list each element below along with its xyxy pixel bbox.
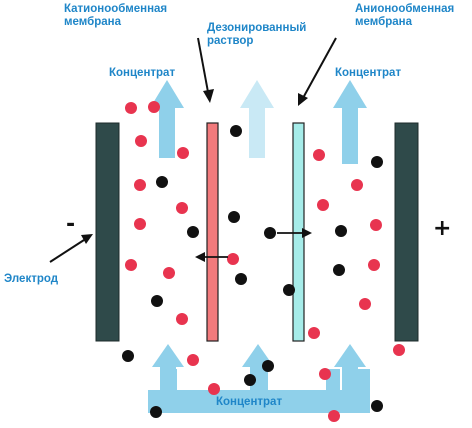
bottom-flow-riser-right <box>342 365 358 395</box>
anion-ion <box>264 227 276 239</box>
cation-ion <box>313 149 325 161</box>
cation-ion <box>308 327 320 339</box>
cation-exchange-membrane <box>206 122 219 342</box>
anion-membrane-pointer <box>298 37 337 106</box>
cation-ions <box>125 101 405 422</box>
cation-ion <box>317 199 329 211</box>
bottom-flow-riser-left <box>160 365 176 395</box>
anion-ion <box>262 360 274 372</box>
electrode-label: Электрод <box>4 273 59 285</box>
cation-ion <box>163 267 175 279</box>
cation-ion <box>125 259 137 271</box>
cation-ion <box>176 202 188 214</box>
bottom-flow-riser-middle <box>250 365 266 395</box>
anion-ion <box>283 284 295 296</box>
anion-ion <box>335 225 347 237</box>
deionized-label-line2: раствор <box>207 35 254 47</box>
concentrate-label-bottom: Концентрат <box>216 396 283 408</box>
cation-ion <box>134 218 146 230</box>
cation-ion <box>328 410 340 422</box>
deionized-label-line1: Дезонированный <box>207 22 307 34</box>
anion-ion <box>371 156 383 168</box>
anion-ion <box>150 406 162 418</box>
electrode-pointer <box>49 234 93 263</box>
anion-ion <box>187 226 199 238</box>
cation-ion <box>176 313 188 325</box>
anion-ion <box>235 273 247 285</box>
anion-ion <box>122 350 134 362</box>
cation-ion <box>135 135 147 147</box>
concentrate-label-right: Концентрат <box>335 67 402 79</box>
cation-ion <box>359 298 371 310</box>
bottom-flow-arrowhead-left <box>152 344 184 367</box>
cation-ion <box>319 368 331 380</box>
anion-membrane-label-line1: Анионообменная <box>355 3 455 15</box>
cation-membrane-pointer <box>197 37 214 103</box>
concentrate-arrow-right <box>333 80 367 164</box>
concentrate-label-left: Концентрат <box>109 67 176 79</box>
cation-ion <box>187 354 199 366</box>
right-electrode <box>394 122 419 342</box>
bottom-flow-arrowhead-right <box>334 344 366 367</box>
anion-ions <box>122 125 383 418</box>
minus-sign: - <box>66 212 76 237</box>
deionized-arrow <box>240 80 274 158</box>
anion-membrane-label: Анионообменная мембрана <box>355 3 454 29</box>
anion-membrane-label-line2: мембрана <box>355 16 412 28</box>
anion-ion <box>244 374 256 386</box>
anion-ion <box>333 264 345 276</box>
anion-ion <box>151 295 163 307</box>
cation-ion <box>370 219 382 231</box>
cation-ion <box>177 147 189 159</box>
cation-ion <box>134 179 146 191</box>
left-electrode <box>95 122 120 342</box>
cation-ion <box>351 179 363 191</box>
deionized-solution-label: Дезонированный раствор <box>207 22 306 48</box>
cation-ion <box>393 344 405 356</box>
concentrate-arrow-left <box>150 80 184 158</box>
anion-ion <box>230 125 242 137</box>
bottom-flow-arrows <box>148 344 370 413</box>
cation-membrane-label: Катионообменная мембрана <box>64 3 167 29</box>
cation-membrane-label-line1: Катионообменная <box>64 3 168 15</box>
cation-ion <box>148 101 160 113</box>
bottom-flow-base <box>148 392 370 413</box>
anion-ion <box>228 211 240 223</box>
anion-migration-arrow <box>277 228 312 238</box>
cation-ion <box>125 102 137 114</box>
cation-ion <box>227 253 239 265</box>
anion-ion <box>371 400 383 412</box>
cation-membrane-label-line2: мембрана <box>64 16 121 28</box>
cation-ion <box>368 259 380 271</box>
cation-migration-arrow <box>195 252 228 262</box>
anion-ion <box>156 176 168 188</box>
plus-sign: + <box>433 216 452 241</box>
cation-ion <box>208 383 220 395</box>
